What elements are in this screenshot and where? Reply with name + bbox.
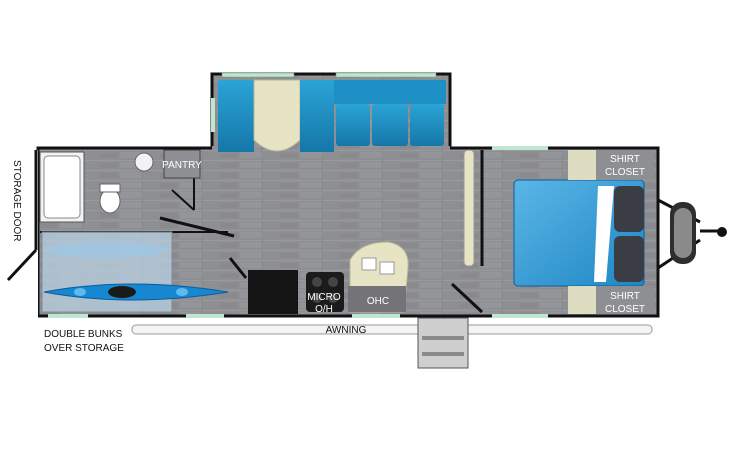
pantry-label: PANTRY <box>162 160 202 171</box>
ohc-label: OHC <box>367 296 389 307</box>
storage-door: STORAGE DOOR <box>6 150 38 318</box>
micro-label-1: MICRO <box>307 292 341 303</box>
bathroom <box>39 150 235 238</box>
shirt-closet-top-1: SHIRT <box>610 154 640 165</box>
awning-label: AWNING <box>326 325 367 336</box>
hitch <box>657 198 727 270</box>
pantry: PANTRY <box>162 149 202 179</box>
shirt-closet-bottom-2: CLOSET <box>605 304 645 315</box>
entry-steps <box>417 317 469 369</box>
kitchen: MICRO O/H OHC <box>228 241 409 315</box>
double-bunks-label-1: DOUBLE BUNKS <box>44 329 123 340</box>
storage-door-label: STORAGE DOOR <box>11 160 22 242</box>
shirt-closet-bottom-1: SHIRT <box>610 291 640 302</box>
awning: AWNING <box>131 324 653 336</box>
bedroom: SHIRT CLOSET SHIRT CLOSET <box>450 149 654 315</box>
windows <box>48 146 548 318</box>
shirt-closet-top-2: CLOSET <box>605 167 645 178</box>
sofa <box>218 79 446 152</box>
double-bunks-label-2: OVER STORAGE <box>44 343 124 354</box>
micro-label-2: O/H <box>315 304 333 315</box>
bunk-storage <box>40 231 229 313</box>
